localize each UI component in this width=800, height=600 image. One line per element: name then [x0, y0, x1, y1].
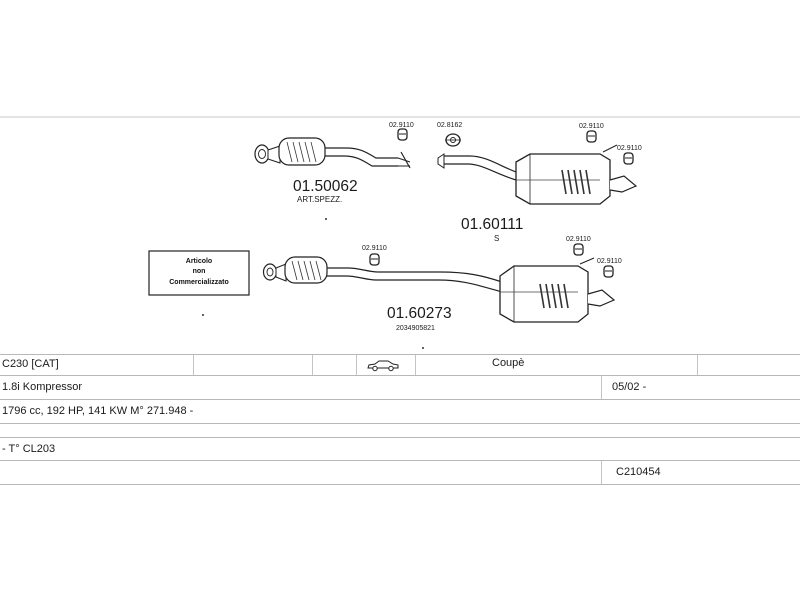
- part-code-label: 02.9110: [389, 122, 414, 129]
- notice-line-1: Articolo: [186, 258, 212, 265]
- part-code-label: 02.8162: [437, 122, 462, 129]
- reference-dot: [325, 218, 327, 220]
- part-note-label: 2034905821: [396, 325, 435, 332]
- reference-dot: [422, 347, 424, 349]
- spec-row-power: 1796 cc, 192 HP, 141 KW M° 271.948 -: [0, 400, 800, 424]
- part-code-label: 01.60273: [387, 305, 452, 322]
- upper-rear-hanger-1-icon[interactable]: [586, 130, 597, 143]
- car-body-icon: [364, 358, 400, 378]
- upper-rear-hanger-2-icon[interactable]: [623, 152, 634, 165]
- notice-line-3: Commercializzato: [169, 279, 229, 286]
- part-code-label: 02.9110: [566, 236, 591, 243]
- lower-exhaust-assembly-part[interactable]: [262, 256, 616, 323]
- spec-row-model: C230 [CAT] Coupè: [0, 354, 800, 376]
- upper-front-pipe-part[interactable]: [254, 137, 411, 169]
- notice-line-2: non: [193, 268, 206, 275]
- body-type-cell: Coupè: [492, 357, 525, 369]
- part-code-label: 02.9110: [579, 123, 604, 130]
- engine-cell: 1.8i Kompressor: [2, 381, 83, 393]
- part-note-label: S: [494, 234, 499, 243]
- lower-rear-hanger-1-icon[interactable]: [573, 243, 584, 256]
- lower-front-clamp-icon[interactable]: [369, 253, 380, 266]
- power-cell: 1796 cc, 192 HP, 141 KW M° 271.948 -: [2, 405, 194, 417]
- upper-gasket-icon[interactable]: [445, 133, 461, 147]
- part-code-label: 02.9110: [597, 258, 622, 265]
- lower-rear-hanger-2-icon[interactable]: [603, 265, 614, 278]
- spec-row-chassis: - T° CL203: [0, 437, 800, 461]
- date-from-cell: 05/02 -: [612, 381, 647, 393]
- upper-rear-silencer-part[interactable]: [437, 144, 638, 205]
- spec-row-catalog: C210454: [0, 461, 800, 485]
- part-code-label: 01.50062: [293, 178, 358, 195]
- part-code-label: 02.9110: [362, 245, 387, 252]
- upper-front-clamp-icon[interactable]: [397, 128, 408, 141]
- part-code-label: 01.60111: [461, 216, 523, 233]
- model-cell: C230 [CAT]: [2, 358, 59, 370]
- catalog-number-cell: C210454: [616, 466, 661, 478]
- reference-dot: [202, 314, 204, 316]
- not-commercialized-box: Articolo non Commercializzato: [148, 250, 250, 296]
- part-note-label: ART.SPEZZ.: [297, 195, 342, 204]
- part-code-label: 02.9110: [617, 145, 642, 152]
- spec-row-engine: 1.8i Kompressor 05/02 -: [0, 376, 800, 400]
- chassis-cell: - T° CL203: [2, 443, 56, 455]
